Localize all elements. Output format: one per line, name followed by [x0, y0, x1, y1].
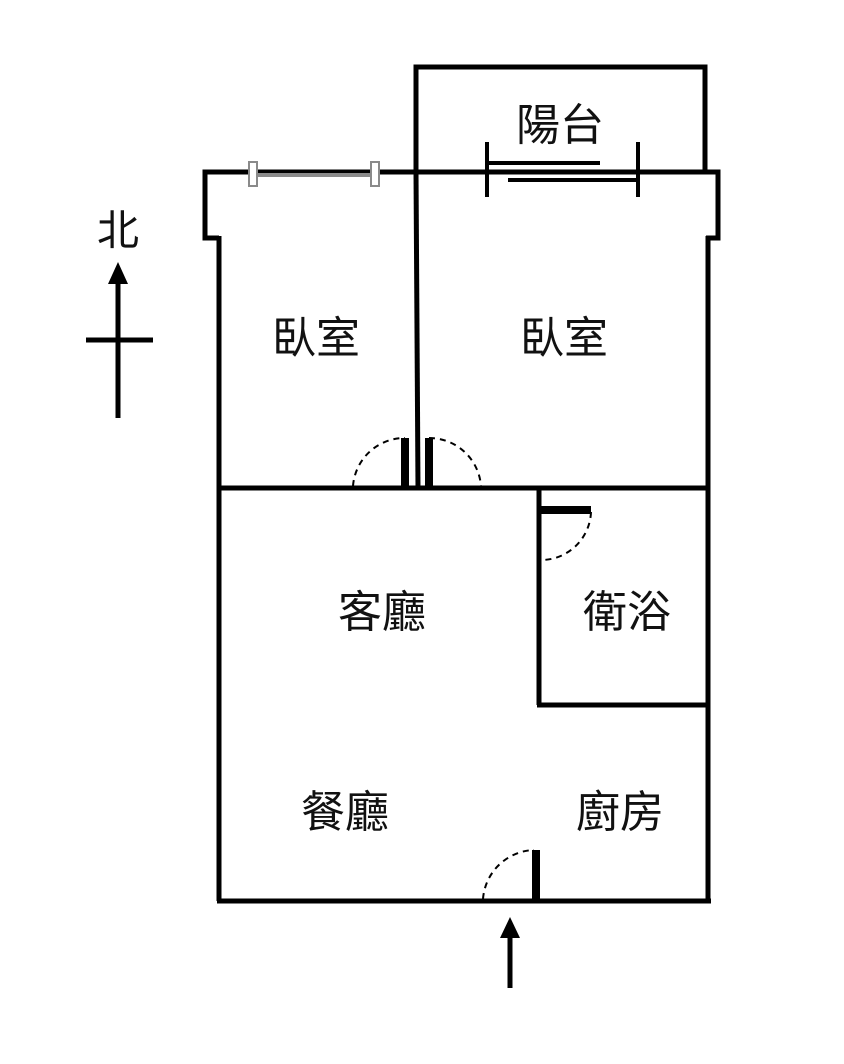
- entrance-arrow-icon: [500, 917, 520, 988]
- bathroom-door: [540, 506, 592, 562]
- interior-walls: [219, 171, 708, 708]
- bedroom-doors: [352, 436, 482, 488]
- outer-walls: [202, 169, 721, 904]
- north-window: [248, 161, 380, 187]
- north-compass-icon: [86, 262, 153, 418]
- room-label-balcony: 陽台: [516, 100, 604, 151]
- entrance-door: [482, 849, 540, 901]
- room-label-living-room: 客廳: [338, 587, 426, 638]
- north-label: 北: [97, 206, 139, 255]
- room-label-bedroom-west: 臥室: [272, 313, 360, 364]
- room-label-dining-room: 餐廳: [301, 787, 389, 838]
- balcony-walls: [413, 64, 708, 172]
- room-label-kitchen: 廚房: [576, 787, 664, 838]
- room-label-bathroom: 衛浴: [583, 587, 671, 638]
- balcony-sliding-door: [485, 142, 640, 197]
- room-label-bedroom-east: 臥室: [520, 313, 608, 364]
